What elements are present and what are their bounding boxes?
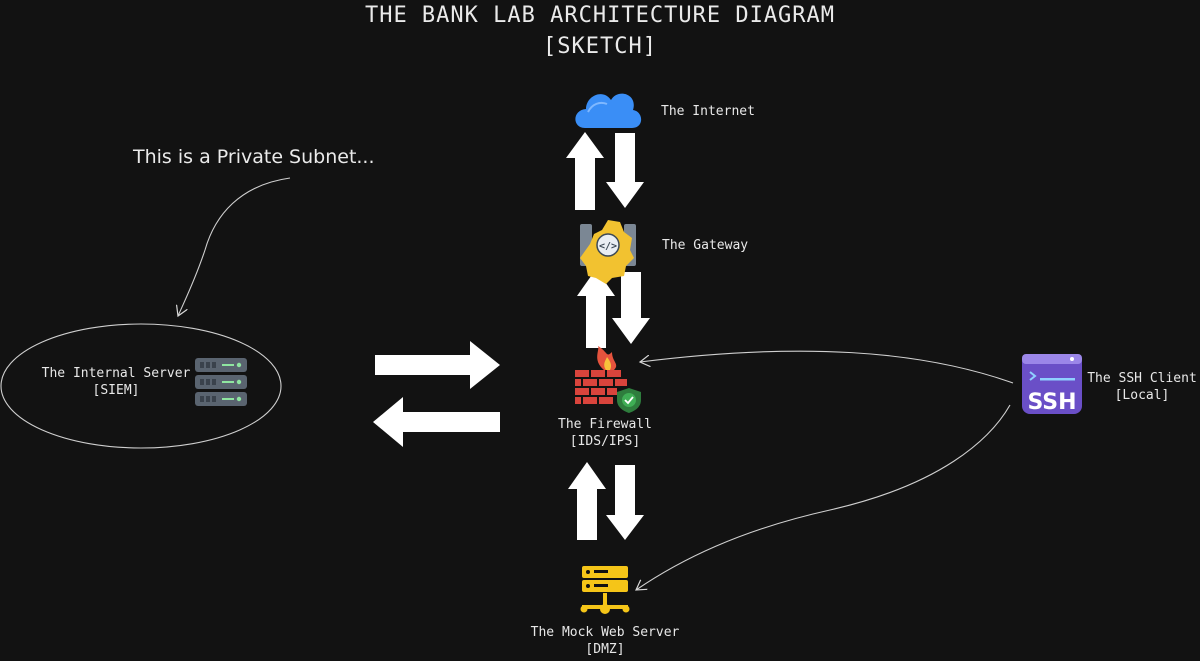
gateway-firewall-arrows: [577, 269, 650, 348]
ssh-terminal-icon: SSH: [1022, 354, 1082, 415]
web-server-name: The Mock Web Server: [530, 625, 680, 640]
internet-label: The Internet: [661, 104, 755, 119]
cloud-icon: [575, 93, 642, 128]
firewall-webserver-arrows: [568, 462, 644, 540]
internal-server-name: The Internal Server: [41, 366, 191, 381]
gateway-label: The Gateway: [662, 238, 749, 253]
private-subnet-ellipse: [0, 323, 282, 449]
firewall-icon: [575, 346, 641, 413]
ssh-client-name: The SSH Client: [1087, 371, 1197, 386]
internal-server-label: The Internal Server [SIEM]: [36, 365, 196, 399]
diagram-title: THE BANK LAB ARCHITECTURE DIAGRAM: [364, 3, 836, 28]
ssh-to-firewall-arrow: [640, 350, 1014, 384]
ssh-to-webserver-arrow: [636, 404, 1011, 590]
ssh-client-label: The SSH Client [Local]: [1084, 370, 1200, 404]
server-rack-icon: [195, 358, 247, 406]
note-arrow: [178, 177, 291, 316]
ssh-icon-text: SSH: [1027, 390, 1076, 415]
firewall-sublabel: [IDS/IPS]: [569, 434, 641, 449]
web-server-label: The Mock Web Server [DMZ]: [500, 624, 710, 658]
internet-gateway-arrows: [566, 132, 644, 210]
firewall-name: The Firewall: [558, 417, 652, 432]
diagram-subtitle: [SKETCH]: [543, 34, 657, 59]
private-subnet-note: This is a Private Subnet...: [133, 146, 375, 168]
gateway-gear-icon: </>: [580, 220, 636, 284]
firewall-label: The Firewall [IDS/IPS]: [545, 416, 665, 450]
server-firewall-arrows: [373, 341, 500, 447]
web-server-sublabel: [DMZ]: [585, 642, 625, 657]
web-server-icon: [580, 566, 630, 614]
svg-text:</>: </>: [599, 241, 617, 252]
internal-server-sublabel: [SIEM]: [92, 383, 140, 398]
ssh-client-sublabel: [Local]: [1114, 388, 1170, 403]
